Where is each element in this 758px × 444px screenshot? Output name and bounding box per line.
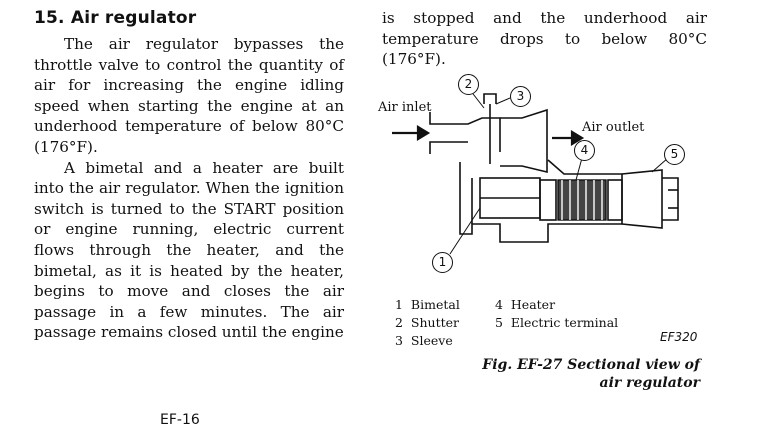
inlet-pipe-outline: [429, 112, 501, 152]
sleeve-top: [483, 93, 497, 104]
terminal-connector: [662, 177, 679, 221]
right-column: is stopped and the underhood air tempera…: [382, 8, 707, 70]
main-body-outline: [459, 159, 623, 243]
legend-item: 4 Heater: [495, 297, 556, 312]
inlet-arrow-head: [416, 125, 431, 141]
air-regulator-figure: Air inlet Air outlet 2 3 4 5 1: [372, 74, 712, 300]
legend-item: 3 Sleeve: [395, 333, 453, 348]
page-number: EF-16: [160, 412, 200, 428]
paragraph-1: The air regulator bypasses the throttle …: [34, 35, 344, 156]
legend-item: 2 Shutter: [395, 315, 459, 330]
callout-5: 5: [664, 144, 685, 165]
figure-code: EF320: [660, 330, 698, 344]
section-heading: 15. Air regulator: [34, 8, 197, 28]
callout-3: 3: [510, 86, 531, 107]
caption-line-1: Fig. EF-27 Sectional view of: [482, 357, 700, 373]
left-column: 15. Air regulator The air regulator bypa…: [34, 8, 344, 343]
paragraph-2: A bimetal and a heater are built into th…: [34, 158, 344, 342]
outlet-pipe-outline: [500, 108, 548, 174]
leader-1: [449, 207, 481, 255]
paragraph-continuation: is stopped and the underhood air tempera…: [382, 9, 707, 69]
callout-1: 1: [432, 252, 453, 273]
terminal-housing: [621, 169, 663, 229]
air-outlet-label: Air outlet: [582, 120, 645, 135]
air-inlet-label: Air inlet: [378, 100, 432, 115]
figure-legend: 1 Bimetal 4 Heater 2 Shutter 5 Electric …: [395, 296, 705, 350]
leader-4: [575, 157, 583, 181]
figure-caption: Fig. EF-27 Sectional view of air regulat…: [470, 356, 700, 392]
sectional-view-drawing: [392, 89, 679, 255]
legend-row: 3 Sleeve: [395, 332, 705, 350]
callout-4: 4: [574, 140, 595, 161]
heater-coil: [557, 179, 607, 221]
leader-3: [495, 97, 511, 105]
legend-row: 2 Shutter 5 Electric terminal: [395, 314, 705, 332]
legend-item: 1 Bimetal: [395, 297, 460, 312]
inlet-pipe-lower: [429, 141, 468, 154]
outlet-arrow-head: [570, 130, 585, 146]
legend-row: 1 Bimetal 4 Heater: [395, 296, 705, 314]
legend-item: 5 Electric terminal: [495, 315, 619, 330]
caption-line-2: air regulator: [599, 375, 700, 391]
callout-2: 2: [458, 74, 479, 95]
